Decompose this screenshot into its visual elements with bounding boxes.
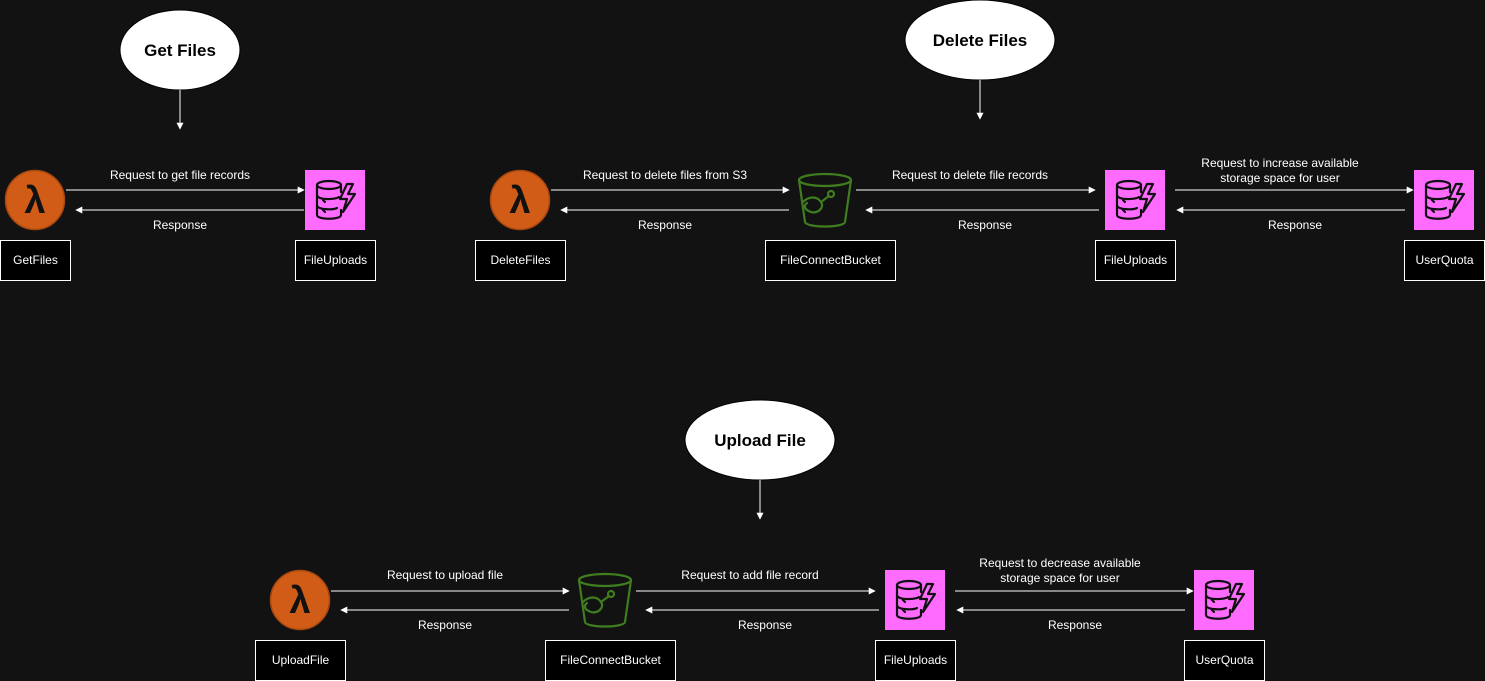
get-files-fileuploads-box[interactable] [295, 240, 376, 281]
upload-file-response-2-label: Response [738, 618, 792, 632]
delete-files-title: Delete Files [933, 31, 1028, 50]
delete-files-diagram: Delete Files DeleteFiles FileConnectBuck… [475, 0, 1485, 281]
delete-files-userquota-label: UserQuota [1415, 253, 1473, 267]
upload-file-s3-bucket-icon[interactable] [577, 572, 633, 628]
delete-files-response-1-label: Response [638, 218, 692, 232]
get-files-lambda-icon[interactable] [4, 169, 66, 231]
delete-files-lambda-box[interactable] [475, 240, 566, 281]
upload-file-bucket-box[interactable] [545, 640, 676, 681]
upload-file-response-3-label: Response [1048, 618, 1102, 632]
upload-file-response-1-label: Response [418, 618, 472, 632]
upload-file-request-3-label-line-1: Request to decrease available [979, 556, 1141, 570]
delete-files-fileuploads-label: FileUploads [1104, 253, 1167, 267]
upload-file-userquota-box[interactable] [1184, 640, 1265, 681]
delete-files-fileuploads-box[interactable] [1095, 240, 1176, 281]
get-files-title: Get Files [144, 41, 216, 60]
upload-file-fileuploads-dynamodb-icon[interactable] [883, 568, 947, 632]
get-files-lambda-box[interactable] [0, 240, 71, 281]
delete-files-fileuploads-dynamodb-icon[interactable] [1103, 168, 1167, 232]
get-files-diagram: Get Files GetFiles FileUploads Request t… [0, 9, 376, 281]
upload-file-userquota-label: UserQuota [1195, 653, 1253, 667]
upload-file-userquota-dynamodb-icon[interactable] [1192, 568, 1256, 632]
get-files-lambda-label: GetFiles [13, 253, 58, 267]
upload-file-request-2-label: Request to add file record [681, 568, 818, 582]
get-files-response-label: Response [153, 218, 207, 232]
delete-files-s3-bucket-icon[interactable] [797, 172, 853, 228]
get-files-fileuploads-label: FileUploads [304, 253, 367, 267]
delete-files-userquota-dynamodb-icon[interactable] [1412, 168, 1476, 232]
upload-file-title: Upload File [714, 431, 806, 450]
upload-file-diagram: Upload File UploadFile FileConnectBucket… [255, 399, 1265, 681]
delete-files-lambda-label: DeleteFiles [490, 253, 550, 267]
delete-files-request-3-label-line-1: Request to increase available [1201, 156, 1359, 170]
upload-file-lambda-box[interactable] [255, 640, 346, 681]
upload-file-lambda-icon[interactable] [269, 569, 331, 631]
delete-files-request-3-label-line-2: storage space for user [1220, 171, 1339, 185]
delete-files-request-2-label: Request to delete file records [892, 168, 1048, 182]
upload-file-bucket-label: FileConnectBucket [560, 653, 661, 667]
upload-file-fileuploads-box[interactable] [875, 640, 956, 681]
upload-file-fileuploads-label: FileUploads [884, 653, 947, 667]
get-files-fileuploads-dynamodb-icon[interactable] [303, 168, 367, 232]
delete-files-response-2-label: Response [958, 218, 1012, 232]
upload-file-lambda-label: UploadFile [272, 653, 330, 667]
delete-files-bucket-box[interactable] [765, 240, 896, 281]
delete-files-bucket-label: FileConnectBucket [780, 253, 881, 267]
upload-file-request-1-label: Request to upload file [387, 568, 503, 582]
delete-files-request-1-label: Request to delete files from S3 [583, 168, 747, 182]
delete-files-lambda-icon[interactable] [489, 169, 551, 231]
delete-files-response-3-label: Response [1268, 218, 1322, 232]
upload-file-request-3-label-line-2: storage space for user [1000, 571, 1119, 585]
get-files-request-label: Request to get file records [110, 168, 250, 182]
